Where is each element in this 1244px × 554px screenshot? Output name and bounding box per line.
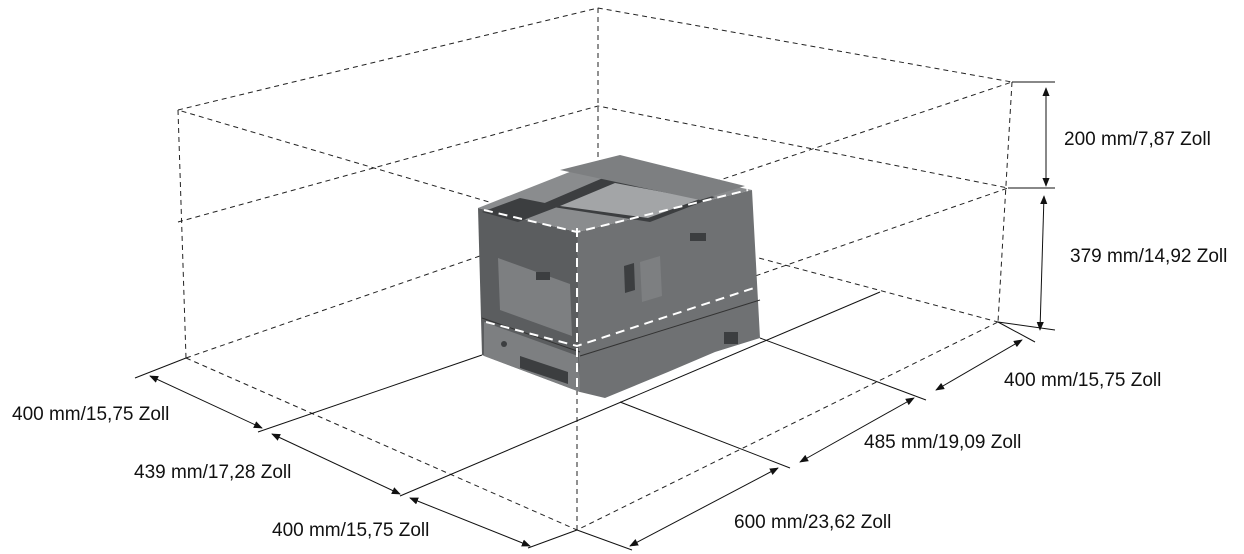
label-rear-clearance: 400 mm/15,75 Zoll <box>272 520 429 541</box>
dimension-lines <box>134 81 1056 551</box>
dimension-labels: 200 mm/7,87 Zoll 379 mm/14,92 Zoll 400 m… <box>12 129 1227 541</box>
label-printer-depth: 485 mm/19,09 Zoll <box>864 432 1021 453</box>
label-right-clearance: 400 mm/15,75 Zoll <box>1004 370 1161 391</box>
label-front-clearance: 600 mm/23,62 Zoll <box>734 512 891 533</box>
printer-illustration <box>478 155 761 398</box>
label-printer-height: 379 mm/14,92 Zoll <box>1070 246 1227 267</box>
label-printer-width: 439 mm/17,28 Zoll <box>134 462 291 483</box>
label-top-clearance: 200 mm/7,87 Zoll <box>1064 129 1211 150</box>
label-left-clearance: 400 mm/15,75 Zoll <box>12 404 169 425</box>
